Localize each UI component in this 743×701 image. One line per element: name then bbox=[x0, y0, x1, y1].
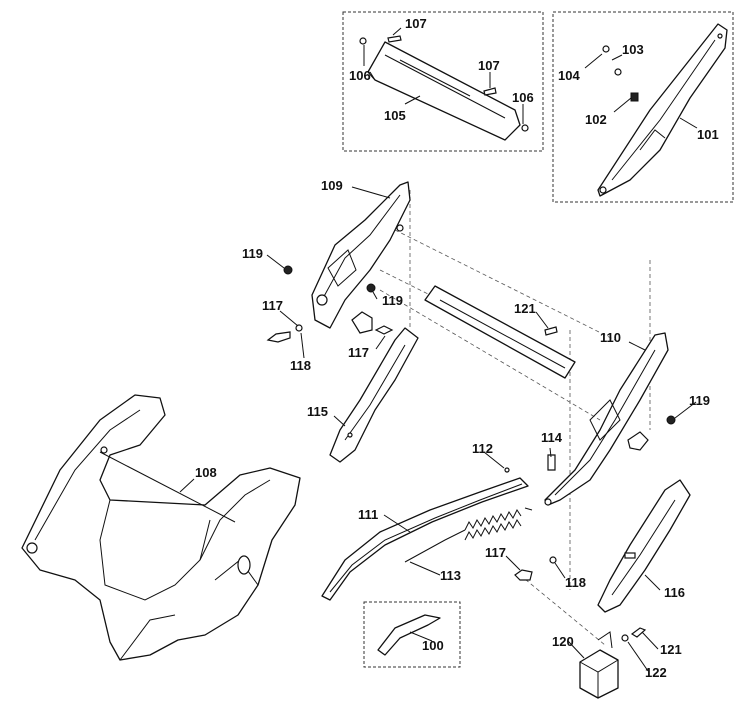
label-104: 104 bbox=[558, 68, 580, 83]
leader-lines bbox=[179, 27, 698, 672]
part-120-clip bbox=[579, 631, 619, 699]
label-109: 109 bbox=[321, 178, 343, 193]
label-110: 110 bbox=[600, 330, 621, 345]
label-119-left: 119 bbox=[242, 246, 263, 261]
label-107-right: 107 bbox=[478, 58, 500, 73]
label-106-left: 106 bbox=[349, 68, 371, 83]
label-101: 101 bbox=[697, 127, 719, 142]
part-100-rod bbox=[377, 614, 441, 656]
label-100: 100 bbox=[422, 638, 444, 653]
part-115-left-bracket bbox=[329, 327, 419, 463]
label-103: 103 bbox=[622, 42, 644, 57]
part-116-right-bracket bbox=[597, 479, 691, 613]
part-113-spring bbox=[404, 507, 533, 563]
group-box-105 bbox=[342, 11, 544, 152]
label-113: 113 bbox=[440, 568, 461, 583]
group-box-100 bbox=[363, 601, 461, 668]
label-118-right: 118 bbox=[565, 575, 586, 590]
part-111-link-bar bbox=[321, 477, 529, 601]
label-114: 114 bbox=[541, 430, 563, 445]
label-111: 111 bbox=[358, 507, 378, 522]
label-121-top: 121 bbox=[514, 301, 536, 316]
label-105: 105 bbox=[384, 108, 406, 123]
label-122: 122 bbox=[645, 665, 667, 680]
part-109-left-handle-plate bbox=[311, 181, 411, 329]
label-112: 112 bbox=[472, 441, 493, 456]
label-107-top-left: 107 bbox=[405, 16, 427, 31]
label-120: 120 bbox=[552, 634, 574, 649]
part-labels: 107 106 107 106 105 103 104 102 101 109 … bbox=[195, 16, 719, 680]
label-102: 102 bbox=[585, 112, 607, 127]
label-119-mid: 119 bbox=[382, 293, 403, 308]
part-105-crossbar bbox=[359, 35, 529, 141]
label-121-bottom: 121 bbox=[660, 642, 682, 657]
label-115: 115 bbox=[307, 404, 328, 419]
label-116: 116 bbox=[664, 585, 685, 600]
part-101-handle-plate bbox=[597, 23, 728, 197]
label-119-right: 119 bbox=[689, 393, 710, 408]
hardware-items bbox=[266, 265, 676, 642]
label-118-left: 118 bbox=[290, 358, 311, 373]
label-117-left: 117 bbox=[262, 298, 283, 313]
part-110-right-handle-plate bbox=[544, 332, 669, 506]
group-box-101 bbox=[552, 11, 734, 203]
label-108: 108 bbox=[195, 465, 217, 480]
label-117-mid: 117 bbox=[348, 345, 369, 360]
part-tube-cross-member bbox=[424, 285, 576, 379]
part-108-deck-housing bbox=[21, 394, 301, 661]
label-106-right: 106 bbox=[512, 90, 534, 105]
label-117-right: 117 bbox=[485, 545, 506, 560]
